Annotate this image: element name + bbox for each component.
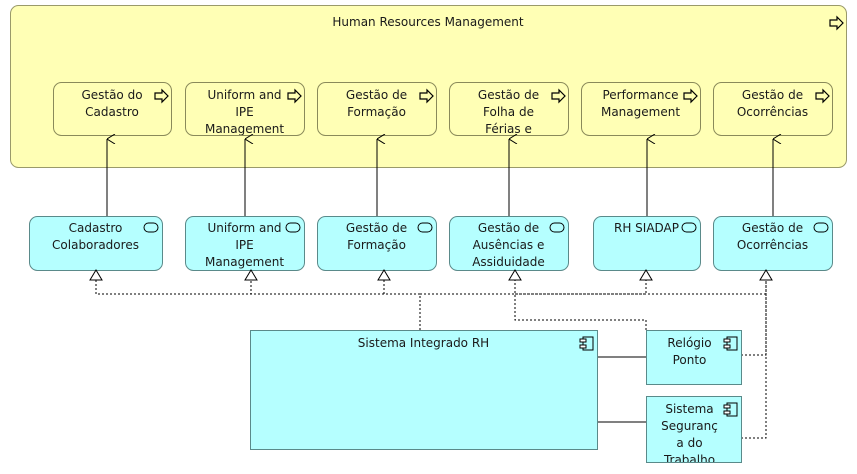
realization-triangle [244,269,258,281]
service-rounded-icon [549,222,565,233]
service-4[interactable]: Gestão de Ausências e Assiduidade [449,216,569,271]
box-label: Gestão de Ocorrências [737,88,808,119]
service-rounded-icon [681,222,697,233]
realization-triangle [508,269,522,281]
label-line: IPE [235,105,253,119]
label-line: Performance [602,88,678,102]
function-arrow-icon [815,88,830,104]
service-6[interactable]: Gestão de Ocorrências [713,216,833,271]
label-line: Gestão de [346,88,407,102]
realization-triangle [639,269,653,281]
function-arrow-icon [154,88,169,104]
box-label: Gestão de Ausências e Assiduidade [472,221,545,269]
box-label: Gestão de Folha de Férias e [478,88,539,136]
label-line: Cadastro [85,105,139,119]
label-line: Folha de [483,105,534,119]
label-line: Gestão de [478,221,539,235]
label-line: RH SIADAP [614,221,679,235]
label-line: Assiduidade [472,255,545,269]
function-4[interactable]: Gestão de Folha de Férias e [449,82,569,137]
function-6[interactable]: Gestão de Ocorrências [713,82,833,136]
component-connectors [597,356,646,423]
label-line: Seguranç [661,419,718,433]
function-1[interactable]: Gestão do Cadastro [53,82,172,136]
label-line: Ocorrências [737,105,808,119]
serving-relations [106,139,773,216]
label-line: Management [601,105,680,119]
label-line: Management [205,122,284,136]
label-line: Relógio [667,336,711,350]
component-icon [723,402,738,417]
box-label: Gestão de Ocorrências [737,221,808,252]
function-arrow-icon [287,88,302,104]
service-5[interactable]: RH SIADAP [593,216,701,271]
component-1[interactable]: Sistema Integrado RH [250,330,598,450]
label-line: Férias e [485,122,532,136]
label-line: Gestão de [742,221,803,235]
service-rounded-icon [143,222,159,233]
service-rounded-icon [285,222,301,233]
box-label: Gestão de Formação [346,88,407,119]
label-line: Cadastro [69,221,123,235]
label-line: Uniform and [207,88,281,102]
label-line: Gestão do [81,88,142,102]
realization-triangle [377,269,391,281]
label-line: Uniform and [207,221,281,235]
function-arrow-icon [419,88,434,104]
label-line: Ponto [673,353,707,367]
label-line: Gestão de [346,221,407,235]
label-line: Sistema Integrado RH [358,336,489,350]
service-rounded-icon [417,222,433,233]
realization-triangle [759,269,773,281]
service-rounded-icon [813,222,829,233]
function-arrow-icon [683,88,698,104]
realization-relations [95,280,767,439]
function-arrow-icon [551,88,566,104]
group-function-arrow-icon [829,15,844,31]
function-3[interactable]: Gestão de Formação [317,82,437,136]
label-line: Sistema [665,402,713,416]
box-label: Sistema Integrado RH [358,336,489,350]
label-line: Colaboradores [52,238,139,252]
label-line: Ausências e [473,238,545,252]
label-line: a do [676,436,702,450]
box-label: Gestão de Formação [346,221,407,252]
label-line: Formação [347,238,406,252]
realization-triangle [89,269,103,281]
component-icon [723,336,738,351]
box-label: Gestão do Cadastro [81,88,142,119]
label-line: IPE [235,238,253,252]
label-line: Management [205,255,284,269]
label-line: Ocorrências [737,238,808,252]
label-line: Trabalho [663,453,715,467]
label-line: Gestão de [478,88,539,102]
label-line: Gestão de [742,88,803,102]
service-3[interactable]: Gestão de Formação [317,216,437,271]
box-label: RH SIADAP [614,221,679,235]
realization-arrowheads [89,269,773,281]
label-line: Formação [347,105,406,119]
component-icon [579,336,594,351]
group-title: Human Resources Management [332,15,524,29]
